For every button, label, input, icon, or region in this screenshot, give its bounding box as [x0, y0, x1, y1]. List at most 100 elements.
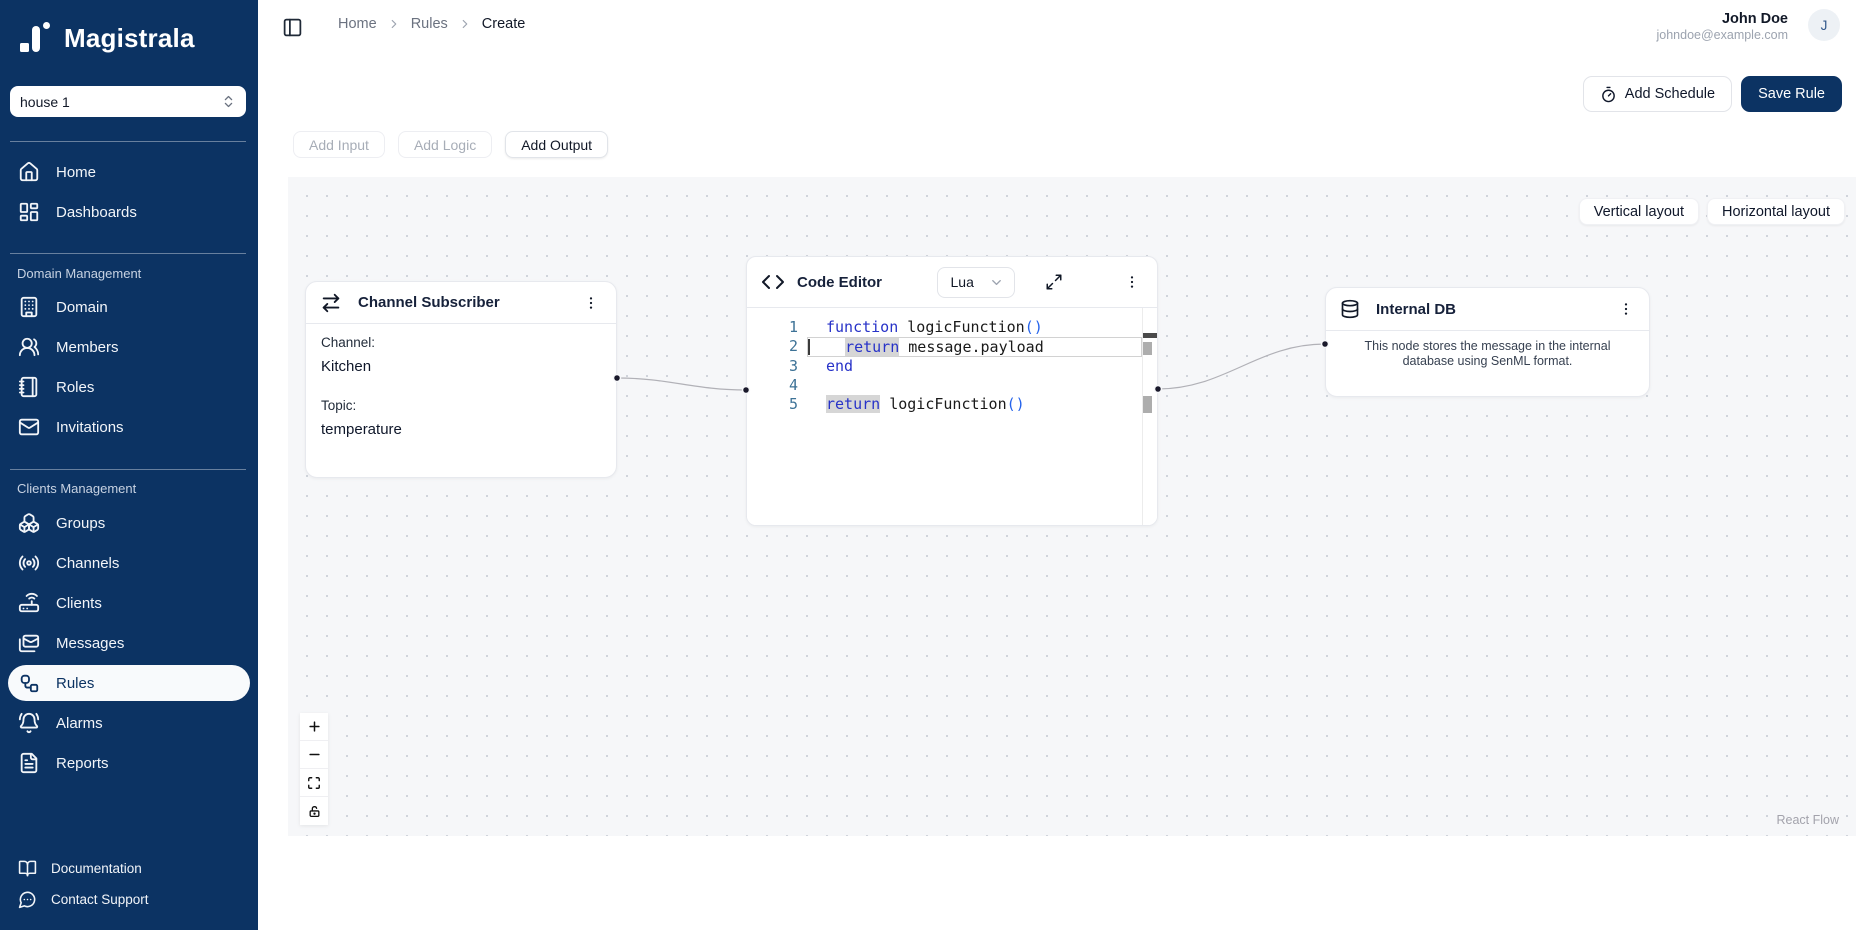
language-select-value: Lua — [950, 274, 974, 290]
panel-left-icon — [282, 17, 303, 38]
node-title: Channel Subscriber — [358, 294, 500, 311]
router-icon — [18, 592, 40, 614]
code-editor-node[interactable]: Code Editor Lua 1 2 3 4 — [746, 256, 1158, 526]
sidebar-item-label: Dashboards — [56, 203, 137, 221]
chevron-right-icon — [458, 17, 472, 31]
expand-editor-button[interactable] — [1041, 269, 1067, 295]
sidebar-item-documentation[interactable]: Documentation — [8, 854, 250, 882]
sidebar-divider — [10, 141, 246, 142]
sidebar-item-clients[interactable]: Clients — [8, 585, 250, 621]
zoom-out-button[interactable] — [300, 741, 328, 769]
zoom-in-button[interactable] — [300, 713, 328, 741]
breadcrumb-rules[interactable]: Rules — [410, 16, 448, 32]
building-icon — [18, 296, 40, 318]
code-lines: function logicFunction() return message.… — [807, 318, 1142, 525]
file-text-icon — [18, 752, 40, 774]
node-menu-button[interactable] — [1121, 271, 1143, 293]
save-rule-button[interactable]: Save Rule — [1741, 76, 1842, 112]
magistrala-logo-icon — [20, 22, 52, 54]
sidebar-item-label: Home — [56, 163, 97, 181]
sidebar-item-invitations[interactable]: Invitations — [8, 409, 250, 445]
header-actions: Add Schedule Save Rule — [1582, 76, 1842, 112]
radio-icon — [18, 552, 40, 574]
user-email: johndoe@example.com — [1656, 28, 1788, 42]
channel-subscriber-node[interactable]: Channel Subscriber Channel: Kitchen Topi… — [305, 281, 617, 478]
channel-label: Channel: — [321, 335, 376, 350]
edge-editor-to-db — [1157, 343, 1326, 390]
sidebar-item-messages[interactable]: Messages — [8, 625, 250, 661]
workflow-icon — [18, 672, 40, 694]
lock-toggle-button[interactable] — [300, 797, 328, 825]
sidebar-toggle-button[interactable] — [278, 13, 306, 41]
topic-label: Topic: — [321, 398, 357, 413]
node-title: Internal DB — [1376, 300, 1457, 318]
arrow-right-left-icon — [320, 292, 342, 314]
add-output-button[interactable]: Add Output — [505, 131, 609, 158]
language-select[interactable]: Lua — [936, 266, 1015, 298]
code-line-3: end — [826, 356, 854, 375]
node-body: Channel: Kitchen Topic: temperature — [306, 324, 616, 438]
sidebar-item-domain[interactable]: Domain — [8, 289, 250, 325]
layout-controls: Vertical layout Horizontal layout — [1578, 198, 1845, 225]
breadcrumb-home[interactable]: Home — [338, 16, 377, 32]
node-menu-button[interactable] — [580, 292, 602, 314]
sidebar-item-dashboards[interactable]: Dashboards — [8, 194, 250, 230]
sidebar-item-alarms[interactable]: Alarms — [8, 705, 250, 741]
code-icon — [761, 270, 785, 294]
code-line-5: return logicFunction() — [826, 395, 1025, 414]
horizontal-layout-button[interactable]: Horizontal layout — [1707, 198, 1845, 225]
boxes-icon — [18, 512, 40, 534]
sidebar-item-label: Reports — [56, 754, 109, 772]
sidebar-item-label: Invitations — [56, 418, 124, 436]
avatar[interactable]: J — [1808, 9, 1840, 41]
sidebar: Magistrala house 1 Home Dashboards Domai… — [0, 0, 258, 930]
chevron-right-icon — [387, 17, 401, 31]
node-toolbar: Add Input Add Logic Add Output — [293, 131, 609, 158]
users-icon — [18, 336, 40, 358]
mail-icon — [18, 416, 40, 438]
code-editor-content[interactable]: 1 2 3 4 5 function logicFunction() retur… — [747, 308, 1157, 525]
sidebar-primary-nav: Home Dashboards — [8, 154, 250, 234]
match-marker — [1143, 342, 1152, 355]
flow-canvas[interactable]: Vertical layout Horizontal layout Channe… — [288, 177, 1856, 836]
match-marker — [1143, 396, 1152, 413]
sidebar-item-roles[interactable]: Roles — [8, 369, 250, 405]
kebab-icon — [583, 295, 599, 311]
canvas-controls — [300, 713, 328, 825]
react-flow-attribution[interactable]: React Flow — [1773, 812, 1842, 828]
sidebar-item-groups[interactable]: Groups — [8, 505, 250, 541]
minus-icon — [307, 747, 322, 762]
sidebar-item-home[interactable]: Home — [8, 154, 250, 190]
sidebar-item-reports[interactable]: Reports — [8, 745, 250, 781]
sidebar-item-contact-support[interactable]: Contact Support — [8, 885, 250, 913]
node-menu-button[interactable] — [1615, 298, 1637, 320]
vertical-layout-button[interactable]: Vertical layout — [1578, 198, 1699, 225]
save-rule-label: Save Rule — [1758, 86, 1825, 102]
kebab-icon — [1618, 301, 1634, 317]
add-schedule-button[interactable]: Add Schedule — [1582, 76, 1733, 112]
node-divider — [747, 307, 1157, 308]
add-logic-button[interactable]: Add Logic — [397, 131, 493, 158]
home-icon — [18, 161, 40, 183]
scrollbar-thumb[interactable] — [1143, 333, 1157, 338]
sidebar-item-label: Contact Support — [51, 891, 149, 907]
channel-value: Kitchen — [321, 358, 372, 375]
sidebar-item-label: Clients — [56, 594, 102, 612]
sidebar-item-members[interactable]: Members — [8, 329, 250, 365]
edge-subscriber-to-editor — [616, 377, 747, 391]
sidebar-item-label: Alarms — [56, 714, 103, 732]
workspace-select[interactable]: house 1 — [10, 86, 246, 117]
sidebar-item-channels[interactable]: Channels — [8, 545, 250, 581]
sidebar-item-label: Rules — [56, 674, 95, 692]
app-logo: Magistrala — [20, 22, 195, 54]
sidebar-item-rules[interactable]: Rules — [8, 665, 250, 701]
user-name: John Doe — [1721, 11, 1788, 27]
internal-db-node[interactable]: Internal DB This node stores the message… — [1325, 287, 1650, 397]
sidebar-item-label: Messages — [56, 634, 125, 652]
bell-ring-icon — [18, 712, 40, 734]
node-title: Code Editor — [797, 273, 882, 291]
sidebar-clients-nav: Groups Channels Clients Messages Rules A… — [8, 505, 250, 785]
fit-view-button[interactable] — [300, 769, 328, 797]
editor-scrollbar[interactable] — [1142, 308, 1157, 525]
add-input-button[interactable]: Add Input — [293, 131, 385, 158]
